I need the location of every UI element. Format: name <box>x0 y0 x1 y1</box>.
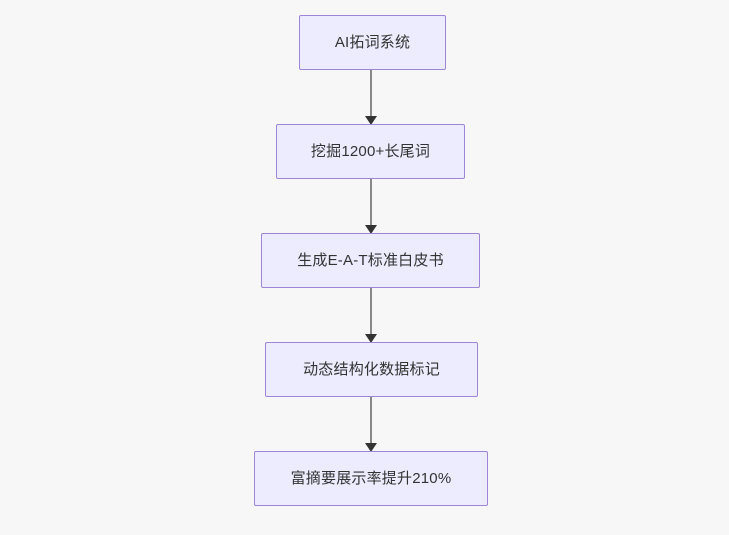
flow-node-label: 挖掘1200+长尾词 <box>310 142 431 160</box>
flow-node-label: 生成E-A-T标准白皮书 <box>297 251 444 269</box>
flow-node-generate-eat-whitepaper[interactable]: 生成E-A-T标准白皮书 <box>261 233 480 288</box>
flow-node-rich-snippet-rate-increase[interactable]: 富摘要展示率提升210% <box>254 451 488 506</box>
flow-node-label: 动态结构化数据标记 <box>303 360 440 378</box>
edge-n4-n5 <box>365 397 377 452</box>
flow-node-dynamic-structured-data-markup[interactable]: 动态结构化数据标记 <box>265 342 478 397</box>
flow-node-mine-longtail-keywords[interactable]: 挖掘1200+长尾词 <box>276 124 465 179</box>
flow-node-ai-keyword-system[interactable]: AI拓词系统 <box>299 15 446 70</box>
edge-n3-n4 <box>365 288 377 343</box>
flow-node-label: 富摘要展示率提升210% <box>290 469 452 487</box>
flow-node-label: AI拓词系统 <box>334 33 411 51</box>
edge-n1-n2 <box>365 70 377 125</box>
edge-n2-n3 <box>365 179 377 234</box>
